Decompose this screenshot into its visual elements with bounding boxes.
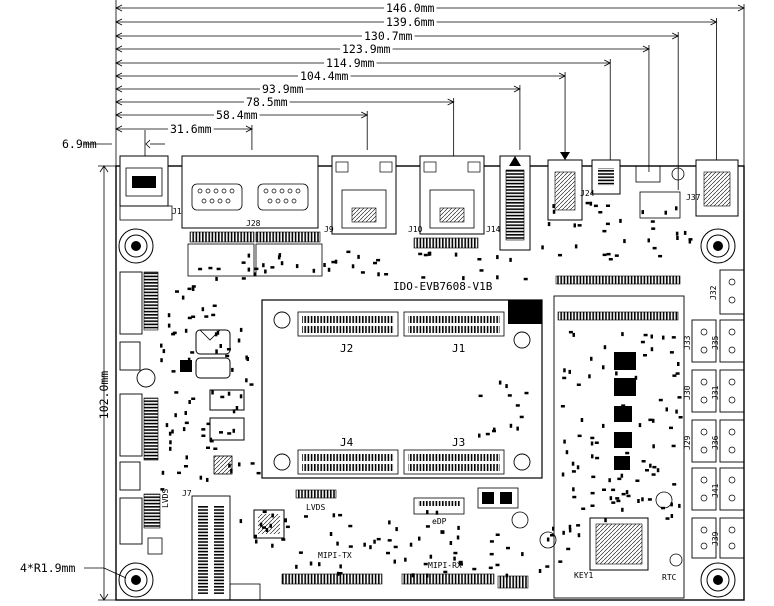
j41-label: J41 (711, 483, 720, 498)
mount-hole-top-left (118, 228, 154, 264)
hdmi-connector: J14 (486, 155, 531, 251)
module-connector-j4: J4 (297, 436, 399, 475)
right-terminal-blocks: J32 J33 J35 J30 J31 J29 J36 J41 J39 (683, 269, 745, 559)
left-offset-label: 6.9mm (62, 137, 97, 151)
top-right-components: J37 (635, 159, 739, 219)
power-section (180, 329, 245, 475)
j32-label: J32 (709, 285, 718, 300)
rj45-connector-1: J9 (324, 155, 397, 235)
rtc-label: RTC (662, 573, 677, 582)
j39-label: J39 (711, 531, 720, 546)
left-side-connectors: LVDS (119, 271, 170, 555)
j36-label: J36 (711, 435, 720, 450)
j30-label: J30 (683, 385, 692, 400)
j35-label: J35 (711, 335, 720, 350)
mipi-rx-label: MIPI-RX (428, 561, 462, 570)
hole-note: 4*R1.9mm (20, 561, 127, 579)
display-connectors: LVDS eDP (295, 487, 557, 549)
usb-c-connector: J24 (580, 159, 621, 198)
j2-label: J2 (340, 342, 353, 355)
dim-93-9: 93.9mm (262, 82, 304, 96)
mounting-holes (118, 228, 736, 598)
height-dimension: 102.0mm (97, 165, 118, 601)
j10-label: J10 (408, 225, 423, 234)
module-connector-j2: J2 (297, 311, 399, 355)
j3-label: J3 (452, 436, 465, 449)
j7-label: J7 (182, 489, 192, 498)
j29-label: J29 (683, 435, 692, 450)
j37-label: J37 (686, 193, 701, 202)
top-pin-headers (187, 231, 681, 285)
j9-label: J9 (324, 225, 334, 234)
lvds-side-label: LVDS (161, 489, 170, 508)
dim-104-4: 104.4mm (300, 69, 349, 83)
module-connector-j3: J3 (403, 436, 505, 475)
j28-label: J28 (246, 219, 261, 228)
edp-label: eDP (432, 517, 447, 526)
dc-jack: J1 (119, 155, 182, 221)
key-label: KEY1 (574, 571, 593, 580)
dim-78-5: 78.5mm (246, 95, 288, 109)
left-offset-dimension: 6.9mm (62, 130, 165, 160)
mipi-connectors: MIPI-TX MIPI-RX (229, 551, 529, 601)
usb-connector (547, 152, 583, 221)
dim-139-6: 139.6mm (386, 15, 435, 29)
module-connector-j1: J1 (403, 311, 505, 355)
dim-58-4: 58.4mm (216, 108, 258, 122)
dim-31-6: 31.6mm (170, 122, 212, 136)
db9-dual-connector: J28 (181, 155, 319, 229)
dim-123-9: 123.9mm (342, 42, 391, 56)
j1-connector-label: J1 (172, 207, 182, 216)
mipi-tx-label: MIPI-TX (318, 551, 352, 560)
mount-hole-top-right (700, 228, 736, 264)
top-dimension-labels: 146.0mm 139.6mm 130.7mm 123.9mm 114.9mm … (168, 1, 437, 136)
j4-label: J4 (340, 436, 354, 449)
core-module: J2 J1 J4 J3 (261, 299, 543, 479)
j31-label: J31 (711, 385, 720, 400)
hole-note-label: 4*R1.9mm (20, 561, 75, 575)
rj45-connector-2: J10 (408, 155, 485, 235)
smd-components (160, 201, 693, 578)
dim-130-7: 130.7mm (364, 29, 413, 43)
j14-label: J14 (486, 225, 501, 234)
lvds-label: LVDS (306, 503, 325, 512)
mount-hole-bottom-left (118, 562, 154, 598)
board-title: IDO-EVB7608-V1B (393, 280, 493, 293)
j1-label: J1 (452, 342, 465, 355)
right-section: KEY1 RTC (553, 295, 685, 599)
bottom-left-area: J7 (182, 489, 285, 601)
j24-label: J24 (580, 189, 595, 198)
j33-label: J33 (683, 335, 692, 350)
mount-hole-bottom-right (700, 562, 736, 598)
height-label: 102.0mm (97, 371, 111, 420)
dim-146: 146.0mm (386, 1, 435, 15)
dim-114-9: 114.9mm (326, 56, 375, 70)
